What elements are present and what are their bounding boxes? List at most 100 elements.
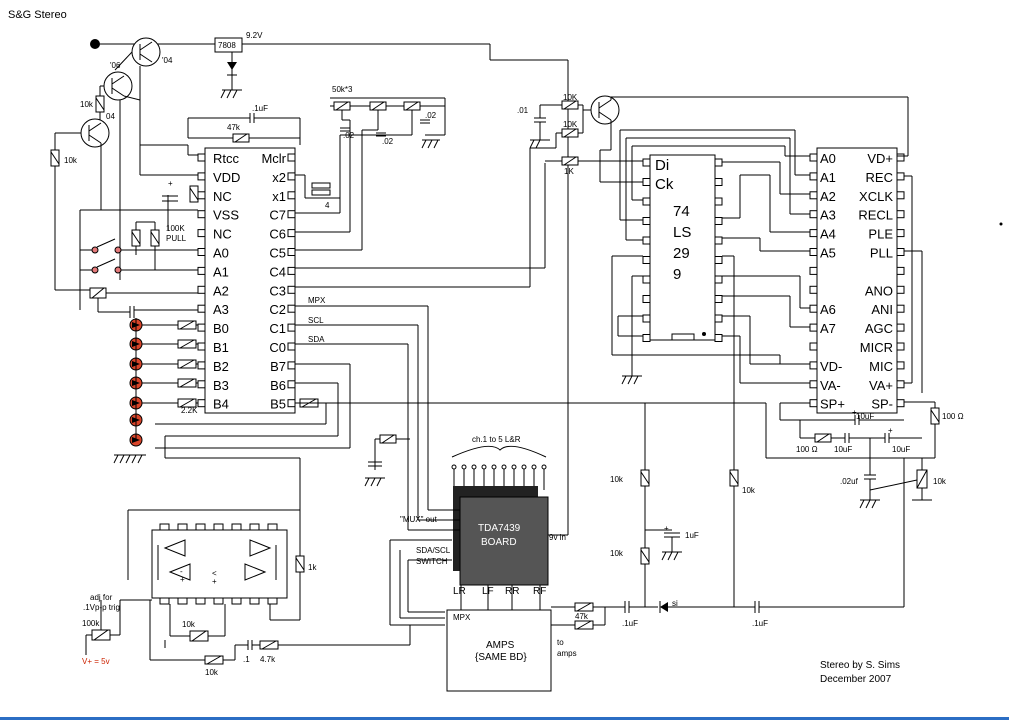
channel-input-pin [491, 464, 497, 470]
pic-pin-box [197, 285, 206, 294]
bottom-rule [0, 717, 1009, 720]
isd-pin-box [896, 248, 905, 256]
isd-pin-right-1: REC [866, 170, 893, 185]
isd-pin-box [809, 229, 818, 238]
isd-pin-box [809, 266, 818, 275]
r1k-a-label: 1K [564, 167, 574, 176]
r10k-h-label: 10k [933, 477, 947, 486]
isd-pin-box [896, 210, 905, 219]
isd-pin-right-8: ANI [871, 302, 893, 317]
ls-pin-left [642, 334, 651, 342]
zener-diode [227, 62, 237, 70]
pic-pin-box [197, 380, 206, 389]
c01-label: .01 [517, 106, 529, 115]
isd-pin-box [896, 172, 905, 181]
out-lr: LR [453, 586, 466, 597]
opamp-plus: + [180, 575, 185, 584]
si-label: si [672, 599, 678, 608]
isd-pin-box [809, 361, 818, 370]
ls-pin-left [642, 158, 651, 167]
board-name-1: TDA7439 [478, 523, 521, 534]
pic-pin-box [197, 323, 206, 332]
ls-pin-ck: Ck [655, 176, 674, 193]
amps-subtitle: {SAME BD} [475, 652, 527, 663]
pic-pin-box [197, 153, 206, 162]
amps-title: AMPS [486, 640, 515, 651]
pic-pin-box [197, 304, 206, 313]
pic-pin-box [287, 266, 296, 275]
pic-pin-left-9: B0 [213, 321, 229, 336]
isd-pin-right-4: PLE [868, 227, 893, 242]
isd-pin-box [809, 210, 818, 219]
isd-pin-right-5: PLL [870, 246, 893, 261]
isd-pin-box [809, 304, 818, 313]
board-name-2: BOARD [481, 537, 517, 548]
pic-pin-left-13: B4 [213, 397, 229, 412]
opamp-plus-b: + [212, 577, 217, 586]
c10uf-a-label: 10uF [856, 412, 874, 421]
credit-date: December 2007 [820, 674, 892, 685]
ls-name-1: 74 [673, 203, 690, 220]
mid-left [364, 434, 410, 487]
isd-pin-box [809, 323, 818, 332]
channel-input-pin [541, 464, 547, 470]
ls-pin-left [642, 314, 651, 323]
channel-input-pin [531, 464, 537, 470]
adj-label-1: adj for [90, 593, 113, 602]
sdascl-label: SDA/SCL [416, 546, 451, 555]
isd-pin-left-11: VD- [820, 359, 842, 374]
transistor-04-left [80, 118, 110, 148]
pic-pin-right-13: B5 [270, 397, 286, 412]
v5-label: V+ = 5v [82, 657, 110, 666]
ls-pin-right [714, 256, 723, 264]
isd-pin-box [896, 229, 905, 238]
channel-input-pin [511, 464, 517, 470]
pic-pin-left-12: B3 [213, 378, 229, 393]
ls-pin-right [714, 314, 723, 323]
power-section: 7808 9.2V '04 '06 10k 04 [50, 31, 569, 535]
isd-pin-right-0: VD+ [867, 151, 893, 166]
pic-pin-box [287, 323, 296, 332]
pic-pin-right-11: B7 [270, 359, 286, 374]
channel-input-pin [451, 464, 457, 470]
pic-pin-right-3: C7 [269, 208, 286, 223]
ls-pin-right [714, 275, 723, 284]
switch-contact-4 [114, 266, 122, 274]
diagram-title: S&G Stereo [8, 9, 67, 21]
isd-pin-box [896, 361, 905, 370]
pic-pin-left-11: B2 [213, 359, 229, 374]
ls-pin-left [642, 275, 651, 284]
stray-dot [999, 222, 1003, 226]
r10k-c-label: 10K [563, 93, 578, 102]
regulator-7808 [214, 37, 243, 53]
q04-label: '04 [162, 56, 173, 65]
opamp-pin-top [267, 523, 278, 531]
pic-pin-left-3: VSS [213, 208, 239, 223]
isd-pin-left-4: A4 [820, 227, 836, 242]
isd-pin-right-7: ANO [865, 283, 893, 298]
regulator-label: 7808 [218, 41, 236, 50]
pic-pin-box [287, 172, 296, 181]
r10k-e-label: 10k [610, 475, 624, 484]
opamp-pin-top [177, 523, 188, 531]
c02uf-label: .02uf [840, 477, 859, 486]
transistor-04-top [131, 37, 161, 67]
pic-pin-right-2: x1 [272, 189, 286, 204]
ls299-chip: Di Ck 74 LS 29 9 [642, 154, 723, 342]
r10k-j-label: 10k [205, 668, 219, 677]
pot50k-label: 50k*3 [332, 85, 353, 94]
ls-name-3: 29 [673, 245, 690, 262]
c10uf-b-label: 10uF [834, 445, 852, 454]
pic-pin-left-8: A3 [213, 302, 229, 317]
isd-pin-box [896, 323, 905, 332]
to-label: to [557, 638, 564, 647]
ls-pin-right [714, 236, 723, 245]
pic-pin-right-6: C4 [269, 264, 286, 279]
pic-pin-right-1: x2 [272, 170, 286, 185]
ls-pin-right [714, 178, 723, 186]
pic-pin-box [197, 191, 206, 200]
pic-pin-right-0: Mclr [261, 151, 286, 166]
isd-pin-left-0: A0 [820, 151, 836, 166]
